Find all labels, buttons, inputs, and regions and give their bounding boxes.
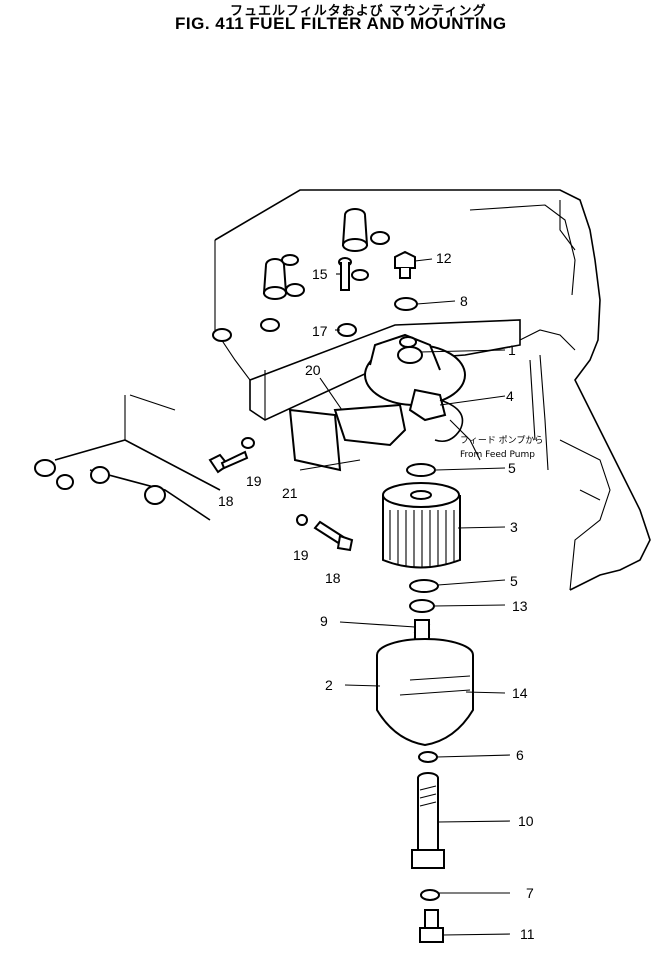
filter-head xyxy=(364,333,466,422)
feed-pump-note-en: From Feed Pump xyxy=(460,450,535,460)
figure-title-japanese: フュエルフィルタおよび マウンティング xyxy=(230,4,487,19)
plug-11 xyxy=(419,909,444,943)
engine-block xyxy=(214,189,651,591)
callout-20: 20 xyxy=(305,362,321,378)
washer-8 xyxy=(394,297,418,311)
callout-1: 1 xyxy=(508,342,516,358)
callout-2: 2 xyxy=(325,677,333,693)
washer-19-upper xyxy=(241,437,255,449)
filter-element xyxy=(382,482,461,569)
center-bolt xyxy=(411,772,445,869)
callout-12: 12 xyxy=(436,250,452,266)
bolt-12 xyxy=(394,250,416,279)
figure-title: FIG. 411 FUEL FILTER AND MOUNTING xyxy=(175,14,507,33)
callout-19-upper: 19 xyxy=(246,473,262,489)
gasket-upper xyxy=(406,463,436,477)
bolt-15 xyxy=(338,257,352,291)
callout-10: 10 xyxy=(518,813,534,829)
feed-pump-note-jp: フィード ポンプから xyxy=(460,435,543,446)
callout-6: 6 xyxy=(516,747,524,763)
callout-17: 17 xyxy=(312,323,328,339)
bolt-18-lower xyxy=(313,520,354,552)
washer-7 xyxy=(420,889,440,901)
washer-17 xyxy=(337,323,357,337)
callout-13: 13 xyxy=(512,598,528,614)
callout-15: 15 xyxy=(312,266,328,282)
side-linkage xyxy=(34,394,221,521)
callout-18-upper: 18 xyxy=(218,493,234,509)
callout-3: 3 xyxy=(510,519,518,535)
callout-4: 4 xyxy=(506,388,514,404)
callout-5-lower: 5 xyxy=(510,573,518,589)
callout-7: 7 xyxy=(526,885,534,901)
callout-21: 21 xyxy=(282,485,298,501)
washer-19-lower xyxy=(296,514,308,526)
feed-pipe xyxy=(434,399,464,443)
callout-8: 8 xyxy=(460,293,468,309)
injector-plugs xyxy=(212,208,390,342)
callout-5-upper: 5 xyxy=(508,460,516,476)
callout-9: 9 xyxy=(320,613,328,629)
callout-11: 11 xyxy=(520,926,535,942)
gasket-lower xyxy=(409,579,439,593)
o-ring xyxy=(409,599,435,613)
callout-19-lower: 19 xyxy=(293,547,309,563)
mounting-bracket xyxy=(288,403,407,472)
bolt-18-upper xyxy=(208,450,249,474)
callout-14: 14 xyxy=(512,685,528,701)
filter-case xyxy=(376,638,474,763)
callout-18-lower: 18 xyxy=(325,570,341,586)
leader-lines xyxy=(319,258,511,936)
